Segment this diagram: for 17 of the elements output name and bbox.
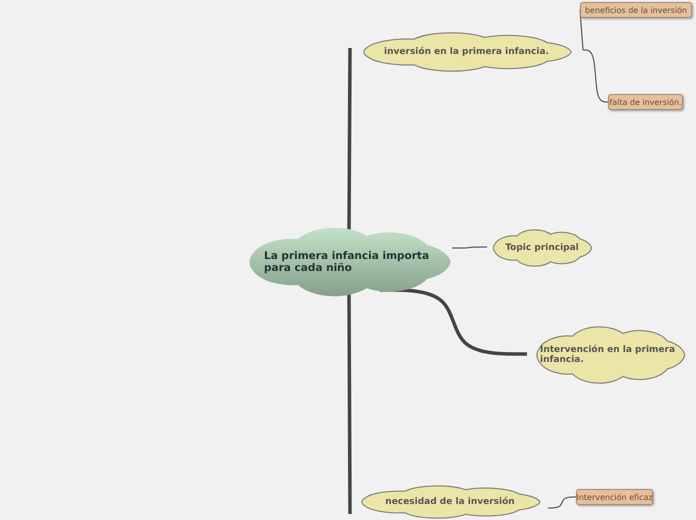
topic-label: inversión en la primera infancia. — [384, 47, 549, 57]
topic-label: falta de inversión. — [609, 98, 682, 106]
topic-label: Intervención en la primera infancia. — [540, 345, 676, 365]
connector-line — [347, 294, 352, 514]
connector-line — [347, 48, 352, 232]
topic-label: La primera infancia importa para cada niño — [264, 250, 430, 274]
subtopic-box — [576, 489, 653, 505]
connector-line — [380, 288, 527, 356]
subtopic-box — [580, 2, 692, 18]
topic-label: beneficios de la inversión — [584, 6, 688, 14]
topic-label: Topic principal — [505, 243, 579, 253]
subtopic-box — [608, 94, 683, 110]
connector-line — [582, 50, 608, 102]
connector-line — [548, 496, 576, 508]
connector-line — [452, 246, 488, 248]
topic-label: necesidad de la inversión — [385, 497, 515, 507]
topic-label: Intervención eficaz — [576, 492, 653, 502]
